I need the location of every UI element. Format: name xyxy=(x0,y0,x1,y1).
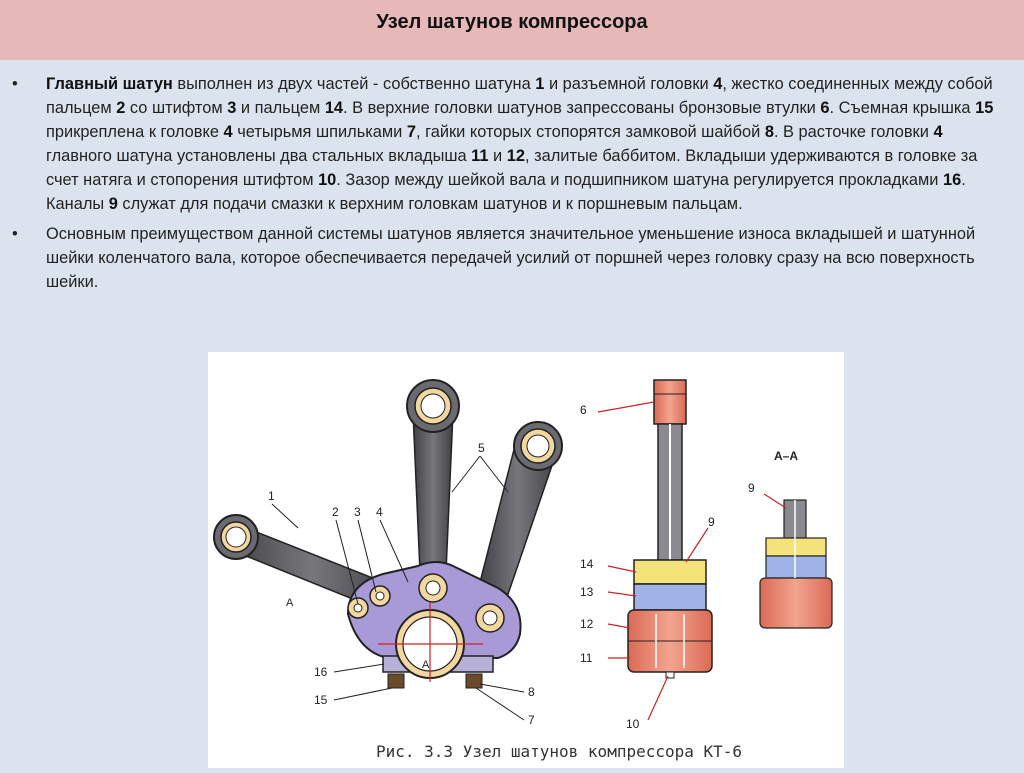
figure-caption: Рис. 3.3 Узел шатунов компрессора КТ-6 xyxy=(376,742,743,761)
body-text: выполнен из двух частей - собственно шат… xyxy=(172,75,536,93)
nut-right xyxy=(465,673,483,689)
body-text: четырьмя шпильками xyxy=(232,123,407,141)
front-leaders xyxy=(271,455,525,721)
body-text: , гайки которых стопорятся замковой шайб… xyxy=(416,123,765,141)
emphasis-text: 6 xyxy=(820,99,830,117)
body-text: . Зазор между шейкой вала и подшипником … xyxy=(336,171,943,189)
rod-arm-2 xyxy=(412,411,454,573)
body-text: прикреплена к головке xyxy=(46,123,224,141)
label-3: 3 xyxy=(354,505,361,519)
emphasis-text: 9 xyxy=(108,195,118,213)
body-text: служат для подачи смазки к верхним голов… xyxy=(117,195,743,213)
label-13: 13 xyxy=(580,585,594,599)
nut-left xyxy=(387,673,405,689)
emphasis-text: 4 xyxy=(933,123,943,141)
body-text: . Съемная крышка xyxy=(829,99,976,117)
emphasis-text: 4 xyxy=(223,123,233,141)
label-12: 12 xyxy=(580,617,594,631)
body-text: . В расточке головки xyxy=(773,123,934,141)
body-text: со штифтом xyxy=(125,99,228,117)
bushing-6 xyxy=(653,379,687,425)
small-head-middle xyxy=(406,379,460,433)
label-5: 5 xyxy=(478,441,485,455)
bullet-item-advantage: • Основным преимуществом данной системы … xyxy=(12,222,1002,294)
label-6: 6 xyxy=(580,403,587,417)
emphasis-text: 11 xyxy=(471,147,489,165)
paragraph-main-rod: Главный шатун выполнен из двух частей - … xyxy=(46,75,993,213)
slide-title: Узел шатунов компрессора xyxy=(376,11,648,33)
label-10: 10 xyxy=(626,717,640,731)
emphasis-text: 8 xyxy=(764,123,774,141)
emphasis-text: 15 xyxy=(975,99,994,117)
label-16: 16 xyxy=(314,665,328,679)
side-leaders xyxy=(597,401,709,721)
paragraph-advantage: Основным преимуществом данной системы ша… xyxy=(46,225,976,291)
bullet-list: • Главный шатун выполнен из двух частей … xyxy=(12,72,1002,300)
head-yellow xyxy=(633,559,707,585)
emphasis-text: 3 xyxy=(227,99,237,117)
label-4: 4 xyxy=(376,505,383,519)
label-9: 9 xyxy=(708,515,715,529)
label-2: 2 xyxy=(332,505,339,519)
small-head-right xyxy=(513,421,563,471)
label-15: 15 xyxy=(314,693,328,707)
pin-bosses xyxy=(347,573,505,633)
label-14: 14 xyxy=(580,557,594,571)
label-7: 7 xyxy=(528,713,535,727)
emphasis-text: 4 xyxy=(713,75,723,93)
front-view: 1 2 3 4 5 16 15 8 7 A A xyxy=(213,379,563,727)
emphasis-text: 14 xyxy=(324,99,344,117)
label-1: 1 xyxy=(268,489,275,503)
section-view: А–А 9 xyxy=(748,449,833,629)
body-text: и пальцем xyxy=(236,99,325,117)
emphasis-text: 16 xyxy=(942,171,962,189)
label-a-arm: A xyxy=(286,597,294,609)
label-a-center: A xyxy=(422,659,430,671)
emphasis-text: Главный шатун xyxy=(46,75,173,93)
body-text: , жестко соединенных между собой пальцем xyxy=(46,75,993,117)
emphasis-text: 10 xyxy=(318,171,337,189)
side-view: 6 9 14 13 12 11 10 xyxy=(580,379,715,731)
slide-header: Узел шатунов компрессора xyxy=(0,0,1024,61)
pin-10 xyxy=(665,671,675,679)
section-title: А–А xyxy=(774,449,798,463)
technical-drawing: 1 2 3 4 5 16 15 8 7 A A xyxy=(208,352,844,768)
drawing-svg: 1 2 3 4 5 16 15 8 7 A A xyxy=(213,379,833,731)
bullet-item-main-rod: • Главный шатун выполнен из двух частей … xyxy=(12,72,1002,216)
small-head-left xyxy=(213,514,259,560)
body-text: главного шатуна установлены два стальных… xyxy=(46,147,472,165)
emphasis-text: 1 xyxy=(535,75,545,93)
head-blue xyxy=(633,583,707,611)
bullet-marker: • xyxy=(12,225,18,243)
label-11: 11 xyxy=(580,651,593,665)
emphasis-text: 2 xyxy=(116,99,126,117)
body-text: и xyxy=(488,147,507,165)
emphasis-text: 12 xyxy=(506,147,525,165)
body-text: . Каналы xyxy=(46,171,966,213)
body-text: . В верхние головки шатунов запрессованы… xyxy=(343,99,821,117)
emphasis-text: 7 xyxy=(406,123,416,141)
label-8: 8 xyxy=(528,685,535,699)
body-text: и разъемной головки xyxy=(544,75,714,93)
bullet-marker: • xyxy=(12,75,18,93)
label-9-section: 9 xyxy=(748,481,755,495)
body-text: , залитые баббитом. Вкладыши удерживаютс… xyxy=(46,147,978,189)
